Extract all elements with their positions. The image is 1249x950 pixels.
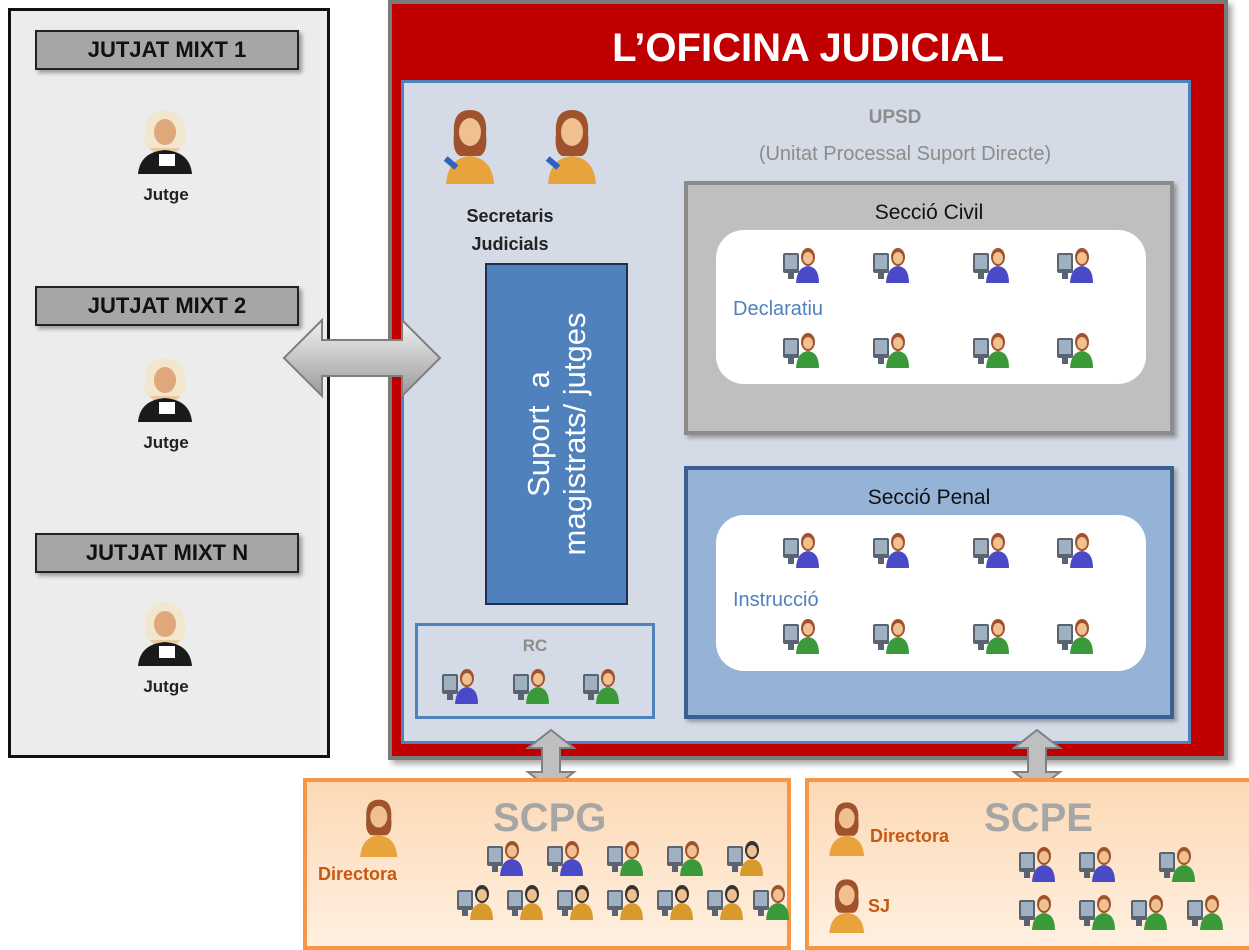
worker-computer-icon <box>507 885 543 920</box>
secretary-icon <box>443 110 494 184</box>
director-icon <box>829 802 865 856</box>
worker-computer-icon <box>607 885 643 920</box>
suport-line2: magistrats/ jutges <box>556 312 592 556</box>
worker-computer-icon <box>1131 895 1167 930</box>
worker-computer-icon <box>973 248 1009 283</box>
worker-computer-icon <box>442 669 478 704</box>
worker-computer-icon <box>783 533 819 568</box>
worker-computer-icon <box>607 841 643 876</box>
worker-computer-icon <box>707 885 743 920</box>
worker-computer-icon <box>1019 847 1055 882</box>
suport-line1: Suport a <box>520 371 556 497</box>
jutjat-mixt-2-label: JUTJAT MIXT 2 <box>35 286 299 326</box>
jutge-label-1: Jutge <box>143 185 189 204</box>
suport-box: Suport a magistrats/ jutges <box>485 263 628 605</box>
scpe-director-label: Directora <box>870 826 950 846</box>
worker-computer-icon <box>583 669 619 704</box>
worker-computer-icon <box>547 841 583 876</box>
director-icon <box>360 799 398 857</box>
judge-icon <box>138 602 192 666</box>
worker-computer-icon <box>873 333 909 368</box>
rc-label: RC <box>522 636 548 655</box>
worker-computer-icon <box>753 885 789 920</box>
worker-computer-icon <box>873 533 909 568</box>
worker-computer-icon <box>1057 248 1093 283</box>
jutjat-mixt-1-label: JUTJAT MIXT 1 <box>35 30 299 70</box>
scpg-director-label: Directora <box>318 864 398 884</box>
worker-computer-icon <box>783 619 819 654</box>
double-arrow-icon <box>282 317 442 399</box>
worker-computer-icon <box>1057 619 1093 654</box>
seccio-civil-title: Secció Civil <box>874 201 984 224</box>
worker-computer-icon <box>973 333 1009 368</box>
worker-computer-icon <box>873 248 909 283</box>
worker-computer-icon <box>873 619 909 654</box>
worker-computer-icon <box>1057 533 1093 568</box>
secretaris-line1: Secretaris <box>466 206 554 226</box>
worker-computer-icon <box>783 333 819 368</box>
worker-computer-icon <box>557 885 593 920</box>
worker-computer-icon <box>667 841 703 876</box>
worker-computer-icon <box>1079 895 1115 930</box>
upsd-subtitle: (Unitat Processal Suport Directe) <box>758 143 1052 165</box>
jutge-label-n: Jutge <box>143 677 189 696</box>
instruccio-label: Instrucció <box>733 589 819 611</box>
suport-text: Suport a magistrats/ jutges <box>521 274 593 594</box>
jutge-label-2: Jutge <box>143 433 189 452</box>
worker-computer-icon <box>457 885 493 920</box>
worker-computer-icon <box>1057 333 1093 368</box>
upsd-title: UPSD <box>868 107 922 128</box>
worker-computer-icon <box>1019 895 1055 930</box>
secretaris-line2: Judicials <box>471 234 549 254</box>
scpe-title: SCPE <box>984 796 1093 840</box>
worker-computer-icon <box>1079 847 1115 882</box>
worker-computer-icon <box>657 885 693 920</box>
worker-computer-icon <box>1159 847 1195 882</box>
worker-computer-icon <box>727 841 763 876</box>
judge-icon <box>138 358 192 422</box>
scpe-sj-label: SJ <box>868 896 891 916</box>
worker-computer-icon <box>487 841 523 876</box>
worker-computer-icon <box>513 669 549 704</box>
worker-computer-icon <box>783 248 819 283</box>
oficina-title: L’OFICINA JUDICIAL <box>612 26 1004 70</box>
seccio-penal-title: Secció Penal <box>867 486 991 509</box>
scpg-title: SCPG <box>493 796 607 840</box>
sj-icon <box>829 879 865 933</box>
secretaris-label: Secretaris Judicials <box>440 202 580 258</box>
declaratiu-label: Declaratiu <box>733 298 824 320</box>
worker-computer-icon <box>1187 895 1223 930</box>
worker-computer-icon <box>973 533 1009 568</box>
secretary-icon <box>545 110 596 184</box>
jutjat-mixt-n-label: JUTJAT MIXT N <box>35 533 299 573</box>
worker-computer-icon <box>973 619 1009 654</box>
judge-icon <box>138 110 192 174</box>
